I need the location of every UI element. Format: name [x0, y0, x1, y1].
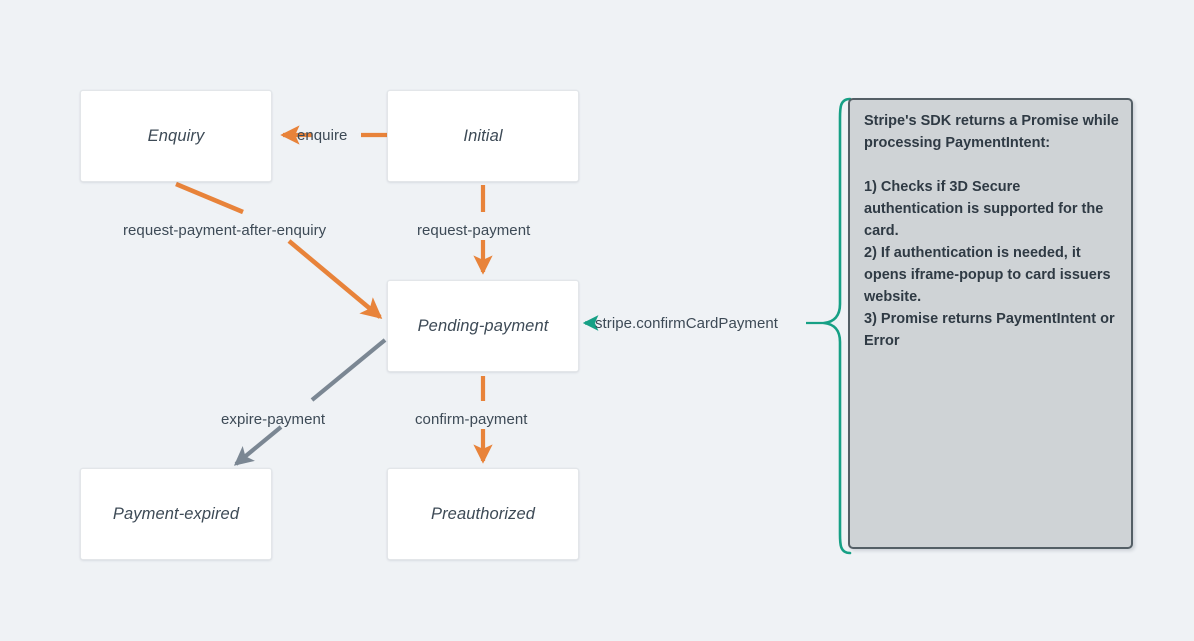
state-label-payment-expired: Payment-expired: [112, 504, 240, 523]
state-label-pending-payment: Pending-payment: [417, 316, 549, 335]
stripe-sdk-note-text: Stripe's SDK returns a Promise while pro…: [864, 113, 1119, 350]
state-label-enquiry: Enquiry: [147, 126, 205, 145]
state-node-preauthorized[interactable]: Preauthorized: [387, 468, 579, 560]
edge-label-request-payment: request-payment: [417, 222, 531, 239]
edge-label-stripe-confirm-card-payment: stripe.confirmCardPayment: [595, 315, 778, 332]
state-node-initial[interactable]: Initial: [387, 90, 579, 182]
state-node-enquiry[interactable]: Enquiry: [80, 90, 272, 182]
state-node-payment-expired[interactable]: Payment-expired: [80, 468, 272, 560]
state-node-pending-payment[interactable]: Pending-payment: [387, 280, 579, 372]
note-brace-icon: [806, 97, 852, 555]
state-label-preauthorized: Preauthorized: [430, 504, 536, 523]
state-label-initial: Initial: [463, 126, 503, 145]
stripe-sdk-note-box: [848, 98, 1133, 549]
edge-expire-payment: [233, 338, 387, 466]
edge-request-payment-after-enquiry: [175, 181, 383, 319]
edge-label-enquire: enquire: [297, 127, 348, 144]
edge-label-expire-payment: expire-payment: [221, 411, 326, 428]
edge-label-confirm-payment: confirm-payment: [415, 411, 528, 428]
edge-label-request-payment-after-enquiry: request-payment-after-enquiry: [123, 222, 327, 239]
